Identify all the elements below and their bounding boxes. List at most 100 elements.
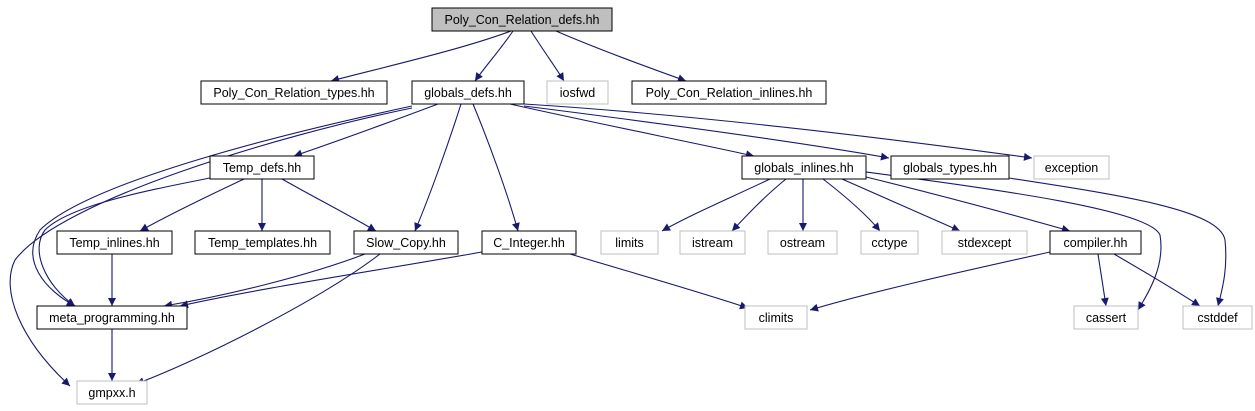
edge-line (661, 178, 771, 232)
edge-line (1097, 253, 1109, 307)
edge-line (179, 251, 483, 309)
edge-gtypes-to-cstddef (1008, 177, 1227, 307)
edge-line (841, 178, 961, 232)
node-tdefs[interactable]: Temp_defs.hh (209, 155, 315, 180)
node-box (431, 7, 613, 32)
node-limits: limits (600, 230, 659, 255)
edge-ginl-to-istream (731, 178, 787, 232)
edge-line (530, 30, 565, 82)
edge-line (509, 103, 755, 159)
node-box (767, 230, 838, 255)
node-box (744, 305, 808, 330)
node-label: Poly_Con_Relation_inlines.hh (646, 86, 813, 100)
node-label: Temp_templates.hh (208, 236, 317, 250)
node-stdexcept: stdexcept (941, 230, 1028, 255)
node-label: cassert (1086, 311, 1127, 325)
edge-tdefs-to-tinl (139, 178, 245, 232)
edge-gdefs-to-tdefs (293, 103, 439, 158)
edge-line (474, 30, 514, 82)
node-root[interactable]: Poly_Con_Relation_defs.hh (431, 7, 613, 32)
node-ttmpl[interactable]: Temp_templates.hh (194, 230, 331, 255)
node-box (631, 80, 827, 105)
node-label: gmpxx.h (88, 386, 135, 400)
edge-ginl-to-stdexcept (841, 178, 961, 232)
node-gdefs[interactable]: globals_defs.hh (411, 80, 525, 105)
node-ginl[interactable]: globals_inlines.hh (741, 155, 867, 180)
node-box (353, 230, 459, 255)
edge-gdefs-to-slow (414, 103, 462, 232)
edge-tdefs-to-meta (38, 177, 211, 307)
node-exception: exception (1033, 155, 1110, 180)
node-label: cctype (871, 236, 907, 250)
edge-line (163, 253, 366, 309)
edge-line (9, 107, 413, 387)
edge-gdefs-to-gtypes (523, 105, 890, 161)
node-label: cstddef (1197, 311, 1238, 325)
node-label: Poly_Con_Relation_defs.hh (445, 13, 600, 27)
node-label: Slow_Copy.hh (366, 236, 446, 250)
node-label: globals_types.hh (903, 161, 997, 175)
edge-root-to-gdefs (474, 30, 514, 82)
node-inlines[interactable]: Poly_Con_Relation_inlines.hh (631, 80, 827, 105)
node-cint[interactable]: C_Integer.hh (481, 230, 577, 255)
node-box (194, 230, 331, 255)
node-label: globals_defs.hh (424, 86, 512, 100)
edge-line (139, 178, 245, 232)
node-label: Poly_Con_Relation_types.hh (213, 86, 374, 100)
edge-gdefs-to-cint (472, 103, 520, 232)
node-label: meta_programming.hh (49, 311, 175, 325)
node-layer: Poly_Con_Relation_defs.hhPoly_Con_Relati… (36, 7, 1253, 405)
edge-line (523, 103, 1033, 161)
node-label: C_Integer.hh (493, 236, 565, 250)
node-box (1073, 305, 1139, 330)
edge-line (865, 171, 1162, 311)
edge-gdefs-to-ginl (509, 103, 755, 159)
edge-ginl-to-cctype (822, 178, 881, 232)
edge-line (1008, 177, 1227, 307)
edge-line (809, 251, 1051, 312)
edge-line (1113, 253, 1201, 307)
edge-line (38, 177, 211, 307)
edge-line (472, 103, 520, 232)
node-label: climits (759, 311, 794, 325)
edge-ginl-to-limits (661, 178, 771, 232)
node-istream: istream (679, 230, 746, 255)
node-box (741, 155, 867, 180)
edge-line (293, 103, 439, 158)
edge-root-to-types (330, 30, 512, 83)
edge-gdefs-to-gmpxx (9, 107, 413, 387)
node-label: compiler.hh (1064, 236, 1128, 250)
edge-line (135, 253, 381, 385)
node-types[interactable]: Poly_Con_Relation_types.hh (200, 80, 388, 105)
node-box (860, 230, 919, 255)
edge-gdefs-to-exception (523, 103, 1033, 161)
node-box (1033, 155, 1110, 180)
node-iosfwd: iosfwd (546, 80, 609, 105)
edge-line (822, 178, 881, 232)
node-box (76, 380, 148, 405)
edge-tdefs-to-slow (281, 178, 377, 232)
node-slow[interactable]: Slow_Copy.hh (353, 230, 459, 255)
edge-line (731, 178, 787, 232)
node-compiler[interactable]: compiler.hh (1049, 230, 1142, 255)
edge-cint-to-meta (179, 251, 483, 309)
node-gtypes[interactable]: globals_types.hh (890, 155, 1010, 180)
node-box (481, 230, 577, 255)
node-meta[interactable]: meta_programming.hh (36, 305, 188, 330)
node-box (36, 305, 188, 330)
node-box (1049, 230, 1142, 255)
node-cstddef: cstddef (1182, 305, 1253, 330)
node-gmpxx: gmpxx.h (76, 380, 148, 405)
node-box (941, 230, 1028, 255)
node-box (890, 155, 1010, 180)
node-box (200, 80, 388, 105)
node-tinl[interactable]: Temp_inlines.hh (56, 230, 173, 255)
node-box (679, 230, 746, 255)
node-label: globals_inlines.hh (754, 161, 853, 175)
node-box (600, 230, 659, 255)
node-box (56, 230, 173, 255)
edge-compiler-to-cassert (1097, 253, 1109, 307)
edge-line (414, 103, 462, 232)
node-climits: climits (744, 305, 808, 330)
